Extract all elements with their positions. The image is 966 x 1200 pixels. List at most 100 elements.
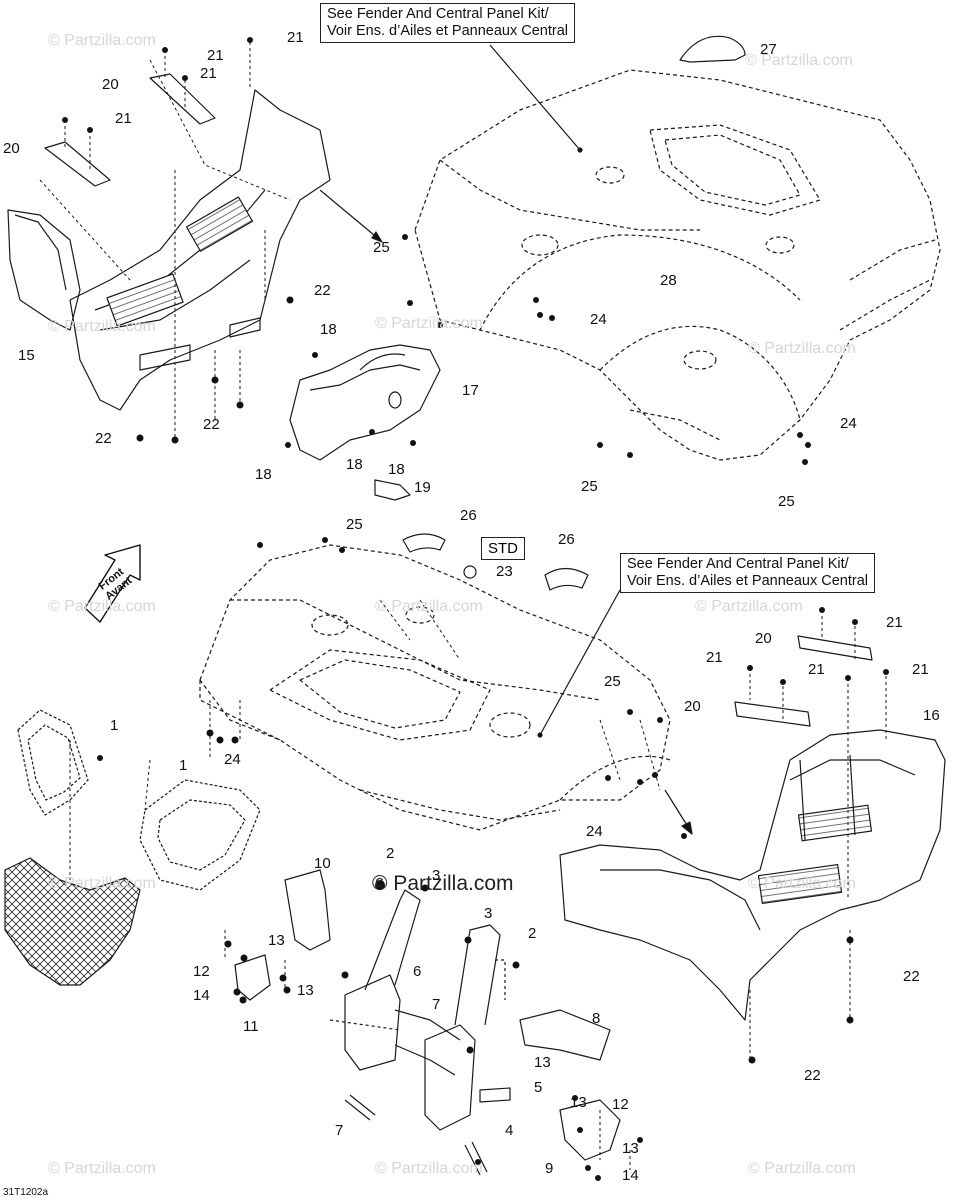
- watermark: © Partzilla.com: [748, 340, 856, 357]
- callout: 22: [95, 430, 112, 447]
- callout: 25: [778, 493, 795, 510]
- callout: 13: [622, 1140, 639, 1157]
- callout: 13: [534, 1054, 551, 1071]
- callout: 26: [460, 507, 477, 524]
- callout: 20: [3, 140, 20, 157]
- note-mid-line1: See Fender And Central Panel Kit/: [627, 556, 849, 572]
- left-footrest-assembly: [7, 89, 331, 411]
- callout: 28: [660, 272, 677, 289]
- watermark: © Partzilla.com: [48, 318, 156, 335]
- callout: 21: [886, 614, 903, 631]
- note-mid-line2: Voir Ens. d’Ailes et Panneaux Central: [627, 573, 868, 589]
- callout: 4: [505, 1122, 514, 1139]
- callout: 18: [255, 466, 272, 483]
- callout: 8: [592, 1010, 601, 1027]
- callout: 21: [115, 110, 132, 127]
- callout: 13: [297, 982, 314, 999]
- callout: 24: [586, 823, 603, 840]
- watermark: © Partzilla.com: [745, 52, 853, 69]
- note-mid: See Fender And Central Panel Kit/ Voir E…: [620, 553, 875, 593]
- watermark: © Partzilla.com: [48, 32, 156, 49]
- right-footrest-assembly: [559, 729, 946, 1021]
- note-top: See Fender And Central Panel Kit/ Voir E…: [320, 3, 575, 43]
- callout: 22: [203, 416, 220, 433]
- callout: 25: [581, 478, 598, 495]
- rear-fender-assembly: [414, 69, 941, 461]
- part-26-cap-left: [402, 533, 446, 553]
- watermark: © Partzilla.com: [748, 875, 856, 892]
- watermark: © Partzilla.com: [48, 875, 156, 892]
- note-top-line2: Voir Ens. d’Ailes et Panneaux Central: [327, 23, 568, 39]
- part-17-shield: [289, 344, 441, 461]
- std-box: STD: [481, 537, 525, 560]
- part-23-washer: [463, 565, 477, 579]
- callout: 25: [604, 673, 621, 690]
- callout: 16: [923, 707, 940, 724]
- callout: 18: [320, 321, 337, 338]
- front-fender-assembly: [199, 544, 671, 831]
- front-grille-assembly: [4, 709, 261, 986]
- front-bumper-frame: [234, 869, 621, 1176]
- callout: 24: [840, 415, 857, 432]
- watermark: © Partzilla.com: [48, 598, 156, 615]
- part-26-cap-right: [544, 567, 589, 591]
- callout: 21: [287, 29, 304, 46]
- callout: 3: [484, 905, 493, 922]
- callout: 15: [18, 347, 35, 364]
- watermark: © Partzilla.com: [375, 1160, 483, 1177]
- front-arrow-shape: [84, 544, 141, 623]
- callout: 21: [200, 65, 217, 82]
- callout: 3: [432, 867, 441, 884]
- callout: 27: [760, 41, 777, 58]
- callout: 9: [545, 1160, 554, 1177]
- callout: 11: [243, 1018, 259, 1035]
- callout: 7: [432, 996, 441, 1013]
- callout: 25: [373, 239, 390, 256]
- watermark-main: © Partzilla.com: [372, 872, 514, 895]
- callout: 6: [413, 963, 422, 980]
- callout: 14: [622, 1167, 639, 1184]
- figure-code: 31T1202a: [3, 1187, 49, 1198]
- callout: 12: [612, 1096, 629, 1113]
- callout: 2: [386, 845, 395, 862]
- callout: 24: [590, 311, 607, 328]
- callout: 5: [534, 1079, 543, 1096]
- watermark: © Partzilla.com: [375, 315, 483, 332]
- callout: 21: [912, 661, 929, 678]
- callout: 22: [804, 1067, 821, 1084]
- callout: 18: [388, 461, 405, 478]
- leader-to-fender: [319, 189, 381, 241]
- callout: 21: [808, 661, 825, 678]
- watermark: © Partzilla.com: [375, 598, 483, 615]
- callout: 1: [110, 717, 119, 734]
- part-27-shape: [679, 35, 746, 63]
- callout: 2: [528, 925, 537, 942]
- callout: 23: [496, 563, 513, 580]
- watermark: © Partzilla.com: [695, 598, 803, 615]
- callout: 10: [314, 855, 331, 872]
- callout: 7: [335, 1122, 344, 1139]
- callout: 20: [684, 698, 701, 715]
- callout: 13: [268, 932, 285, 949]
- callout: 25: [346, 516, 363, 533]
- callout: 1: [179, 757, 188, 774]
- callout: 13: [570, 1094, 587, 1111]
- callout: 17: [462, 382, 479, 399]
- callout: 18: [346, 456, 363, 473]
- leader-right: [664, 789, 691, 831]
- callout: 24: [224, 751, 241, 768]
- part-19-clip: [374, 479, 411, 501]
- footrest-plates-top-left: [44, 73, 216, 187]
- hardware-dots: [62, 37, 889, 1181]
- callout: 20: [755, 630, 772, 647]
- callout: 14: [193, 987, 210, 1004]
- callout: 26: [558, 531, 575, 548]
- callout: 12: [193, 963, 210, 980]
- callout: 20: [102, 76, 119, 93]
- watermark: © Partzilla.com: [748, 1160, 856, 1177]
- callout: 21: [207, 47, 224, 64]
- note-top-line1: See Fender And Central Panel Kit/: [327, 6, 549, 22]
- footrest-plates-bottom-right: [734, 635, 873, 727]
- watermark: © Partzilla.com: [48, 1160, 156, 1177]
